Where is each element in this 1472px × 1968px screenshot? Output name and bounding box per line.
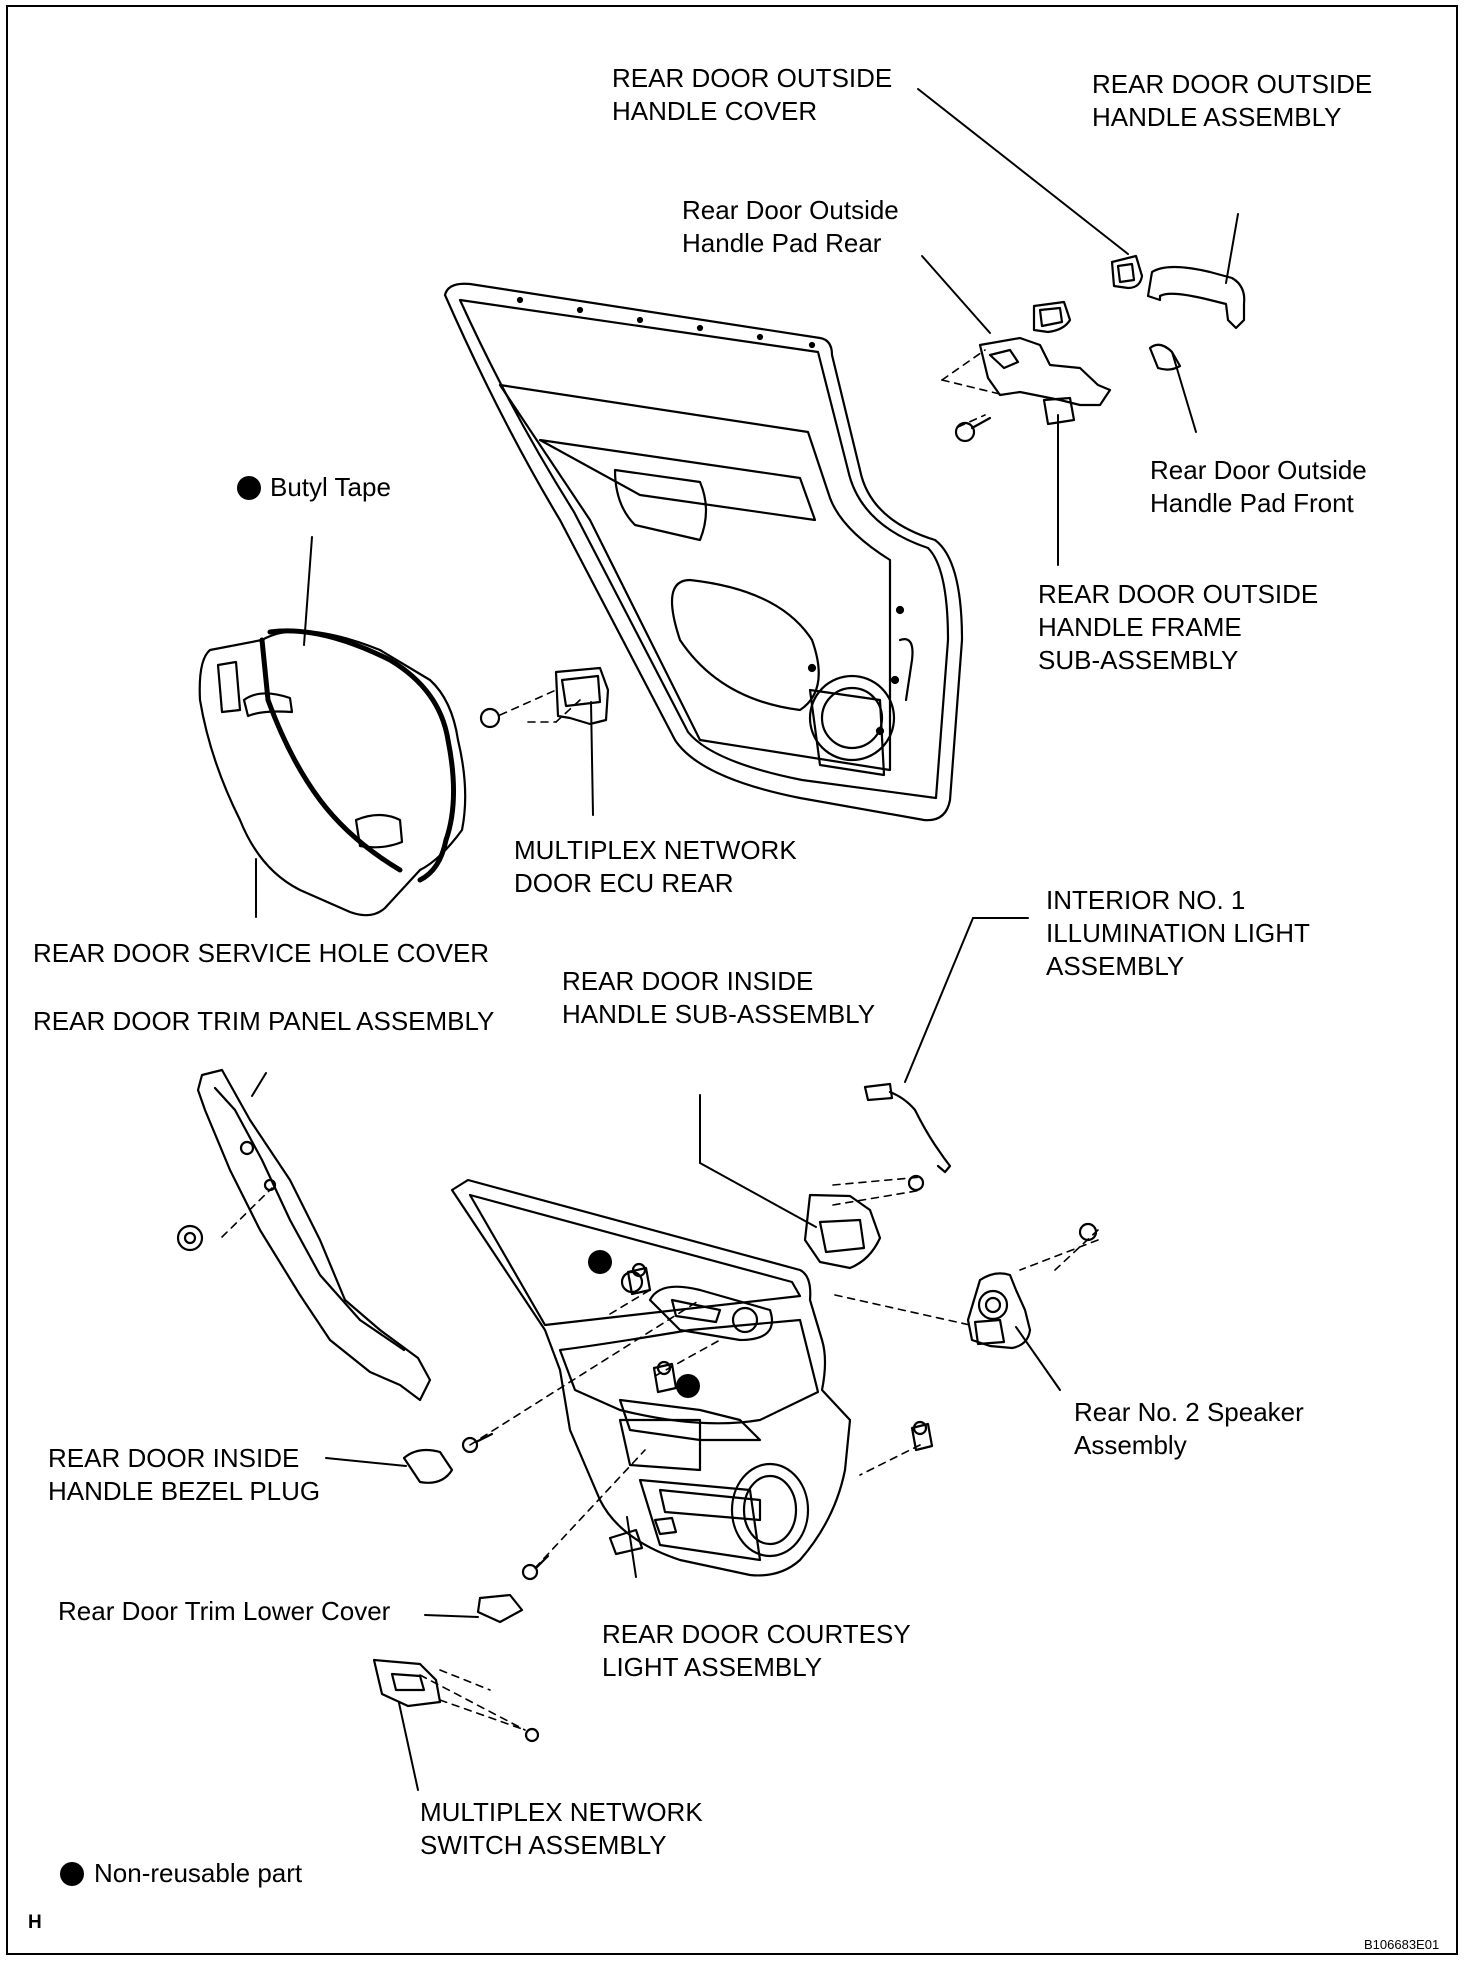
label-outside-handle-frame: REAR DOOR OUTSIDE HANDLE FRAME SUB-ASSEM… [1038,579,1319,675]
label-outside-handle-pad-front: Rear Door Outside Handle Pad Front [1150,455,1367,518]
leader-lines [251,88,1239,1791]
label-outside-handle-pad-rear: Rear Door Outside Handle Pad Rear [682,195,899,258]
service-hole-cover [198,628,467,917]
label-speaker: Rear No. 2 Speaker Assembly [1074,1397,1304,1460]
label-inside-handle: REAR DOOR INSIDE HANDLE SUB-ASSEMBLY [562,966,876,1029]
label-multiplex-ecu: MULTIPLEX NETWORK DOOR ECU REAR [514,835,797,898]
outside-handle-parts [954,254,1246,443]
inside-handle-part [803,1174,925,1270]
trim-panel-strip [176,1068,432,1402]
figure-code: B106683E01 [1364,1937,1440,1952]
non-reusable-markers [60,476,700,1886]
label-service-hole-cover: REAR DOOR SERVICE HOLE COVER [33,938,490,968]
door-inner-panel [443,282,964,822]
label-butyl-tape: Butyl Tape [270,472,391,502]
small-fasteners [372,1262,934,1743]
dashed-assembly-lines [221,349,1099,1731]
label-courtesy-light: REAR DOOR COURTESY LIGHT ASSEMBLY [602,1619,911,1682]
label-illumination-light: INTERIOR NO. 1 ILLUMINATION LIGHT ASSEMB… [1046,885,1310,981]
label-multiplex-switch: MULTIPLEX NETWORK SWITCH ASSEMBLY [420,1797,703,1860]
label-non-reusable-legend: Non-reusable part [94,1858,303,1888]
label-trim-panel-assembly: REAR DOOR TRIM PANEL ASSEMBLY [33,1006,495,1036]
label-outside-handle-assembly: REAR DOOR OUTSIDE HANDLE ASSEMBLY [1092,69,1373,132]
multiplex-ecu-part [479,666,610,729]
label-trim-lower-cover: Rear Door Trim Lower Cover [58,1596,391,1626]
label-bezel-plug: REAR DOOR INSIDE HANDLE BEZEL PLUG [48,1443,321,1506]
corner-letter: H [28,1912,42,1933]
label-outside-handle-cover: REAR DOOR OUTSIDE HANDLE COVER [612,63,893,126]
illumination-light-part [863,1082,952,1174]
speaker-part [966,1222,1098,1350]
main-trim-panel [450,1178,852,1577]
figure-frame [6,5,1458,1955]
